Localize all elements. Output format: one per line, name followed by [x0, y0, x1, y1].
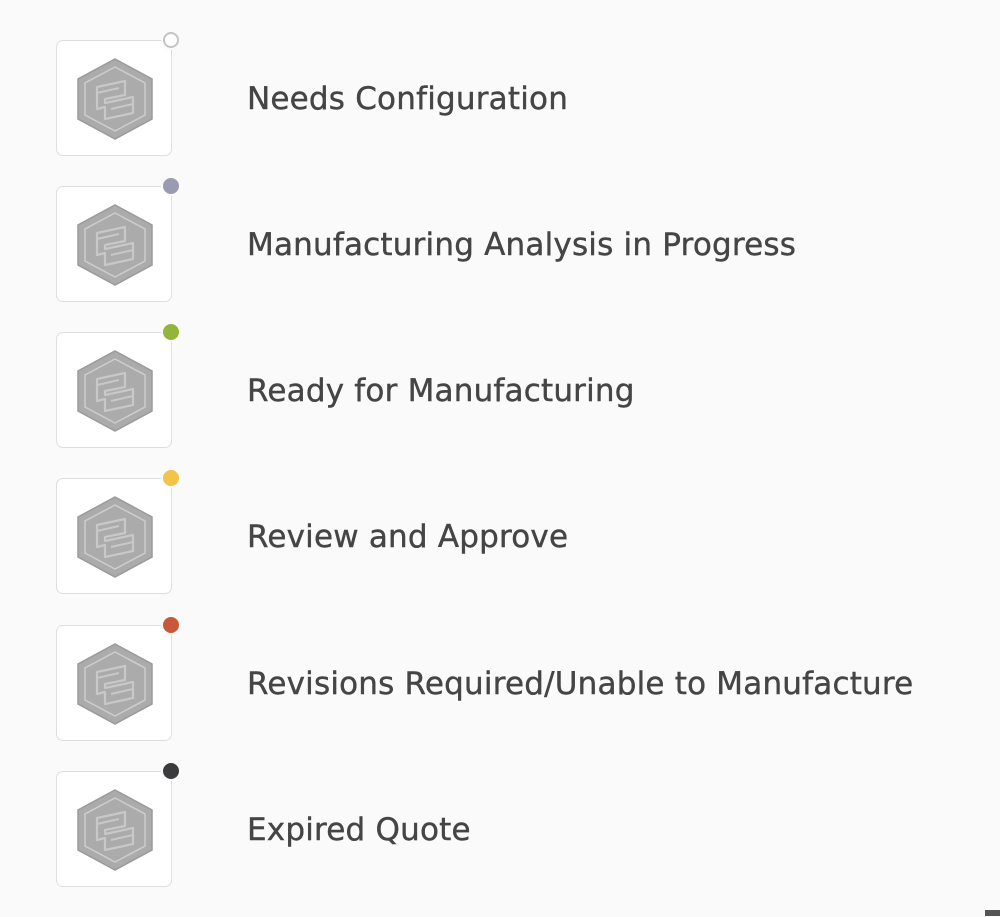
status-row-review-and-approve: Review and Approve — [0, 470, 1000, 624]
part-thumbnail — [56, 771, 172, 887]
status-row-manufacturing-analysis: Manufacturing Analysis in Progress — [0, 178, 1000, 332]
hexagon-part-icon — [75, 495, 155, 579]
status-row-needs-configuration: Needs Configuration — [0, 32, 1000, 186]
corner-mark — [985, 910, 1000, 916]
part-thumbnail — [56, 40, 172, 156]
status-dot — [163, 178, 179, 194]
status-row-revisions-required: Revisions Required/Unable to Manufacture — [0, 617, 1000, 771]
status-label: Needs Configuration — [247, 81, 569, 117]
hexagon-part-icon — [75, 642, 155, 726]
status-dot — [163, 32, 179, 48]
hexagon-part-icon — [75, 788, 155, 872]
status-dot — [163, 470, 179, 486]
part-thumbnail — [56, 332, 172, 448]
status-label: Ready for Manufacturing — [247, 373, 635, 409]
status-row-expired-quote: Expired Quote — [0, 763, 1000, 917]
status-dot — [163, 617, 179, 633]
status-label: Manufacturing Analysis in Progress — [247, 227, 797, 263]
part-thumbnail — [56, 478, 172, 594]
part-thumbnail — [56, 186, 172, 302]
status-dot — [163, 763, 179, 779]
hexagon-part-icon — [75, 203, 155, 287]
part-thumbnail — [56, 625, 172, 741]
status-dot — [163, 324, 179, 340]
hexagon-part-icon — [75, 57, 155, 141]
status-label: Review and Approve — [247, 519, 569, 555]
status-label: Revisions Required/Unable to Manufacture — [247, 666, 914, 702]
status-row-ready-for-manufacturing: Ready for Manufacturing — [0, 324, 1000, 478]
hexagon-part-icon — [75, 349, 155, 433]
status-label: Expired Quote — [247, 812, 471, 848]
